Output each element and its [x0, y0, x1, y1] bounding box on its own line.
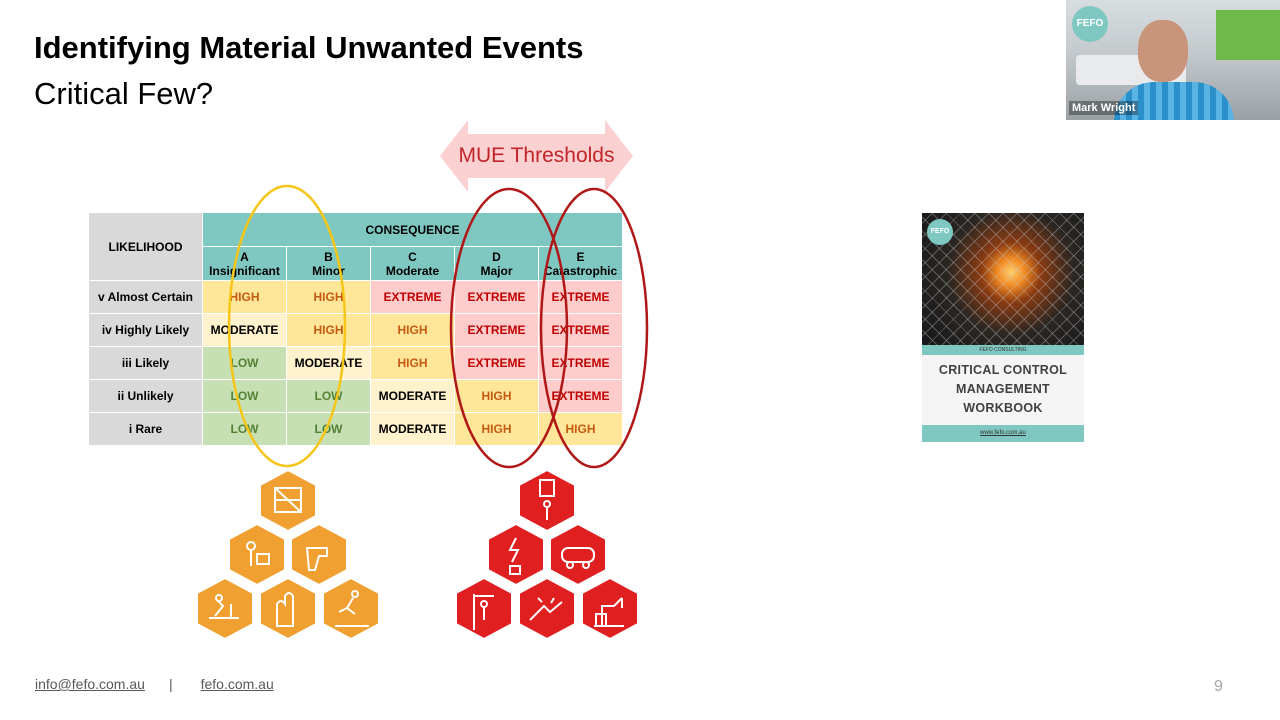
book-url: www.fefo.com.au — [922, 425, 1084, 442]
likelihood-label: i Rare — [88, 412, 203, 446]
orange-hazard-icons — [195, 468, 385, 650]
presenter-name: Mark Wright — [1069, 101, 1139, 115]
slide-subtitle: Critical Few? — [34, 76, 214, 111]
risk-cell: HIGH — [370, 346, 455, 380]
risk-cell: HIGH — [454, 412, 539, 446]
risk-cell: MODERATE — [370, 379, 455, 413]
risk-cell: MODERATE — [286, 346, 371, 380]
risk-cell: MODERATE — [370, 412, 455, 446]
presenter-body — [1114, 82, 1234, 120]
risk-cell: LOW — [202, 346, 287, 380]
likelihood-label: iv Highly Likely — [88, 313, 203, 347]
likelihood-label: v Almost Certain — [88, 280, 203, 314]
likelihood-label: iii Likely — [88, 346, 203, 380]
fefo-logo-icon: FEFO — [927, 219, 953, 245]
likelihood-header: LIKELIHOOD — [88, 212, 203, 281]
gloves-icon — [259, 576, 317, 641]
risk-cell: LOW — [286, 412, 371, 446]
website-link[interactable]: fefo.com.au — [200, 676, 274, 692]
book-publisher: FEFO CONSULTING — [922, 345, 1084, 355]
slip-fall-icon — [322, 576, 380, 641]
risk-cell: LOW — [202, 412, 287, 446]
consequence-header: CONSEQUENCE — [202, 212, 623, 247]
mue-threshold-label: MUE Thresholds — [458, 144, 615, 167]
book-title: CRITICAL CONTROL MANAGEMENT WORKBOOK — [938, 363, 1068, 415]
oil-rig-fire-image: FEFO — [922, 213, 1084, 345]
risk-cell: EXTREME — [538, 313, 623, 347]
risk-cell: EXTREME — [370, 280, 455, 314]
email-link[interactable]: info@fefo.com.au — [35, 676, 145, 692]
footer: info@fefo.com.au | fefo.com.au — [35, 676, 274, 692]
vehicle-icon — [549, 522, 607, 587]
workbook-cover: FEFO FEFO CONSULTING CRITICAL CONTROL MA… — [922, 213, 1084, 442]
presenter-head — [1138, 20, 1188, 82]
drill-icon — [290, 522, 348, 587]
risk-cell: HIGH — [286, 280, 371, 314]
red-hazard-icons — [454, 468, 644, 650]
risk-cell: LOW — [202, 379, 287, 413]
worker-desk-icon — [196, 576, 254, 641]
risk-cell: EXTREME — [454, 313, 539, 347]
risk-cell: EXTREME — [538, 280, 623, 314]
risk-cell: MODERATE — [202, 313, 287, 347]
risk-cell: EXTREME — [538, 379, 623, 413]
risk-cell: HIGH — [454, 379, 539, 413]
crane-icon — [581, 576, 639, 641]
page-number: 9 — [1214, 678, 1223, 695]
risk-cell: EXTREME — [454, 280, 539, 314]
risk-cell: EXTREME — [454, 346, 539, 380]
risk-cell: HIGH — [538, 412, 623, 446]
slide-title: Identifying Material Unwanted Events — [34, 30, 584, 65]
footer-separator: | — [168, 676, 173, 692]
risk-cell: HIGH — [286, 313, 371, 347]
risk-cell: EXTREME — [538, 346, 623, 380]
mue-threshold-arrow: MUE Thresholds — [440, 120, 633, 192]
presenter-video-feed[interactable]: FEFO Mark Wright — [1066, 0, 1280, 120]
risk-cell: LOW — [286, 379, 371, 413]
risk-cell: HIGH — [202, 280, 287, 314]
likelihood-label: ii Unlikely — [88, 379, 203, 413]
fefo-logo-icon: FEFO — [1072, 6, 1108, 42]
risk-cell: HIGH — [370, 313, 455, 347]
